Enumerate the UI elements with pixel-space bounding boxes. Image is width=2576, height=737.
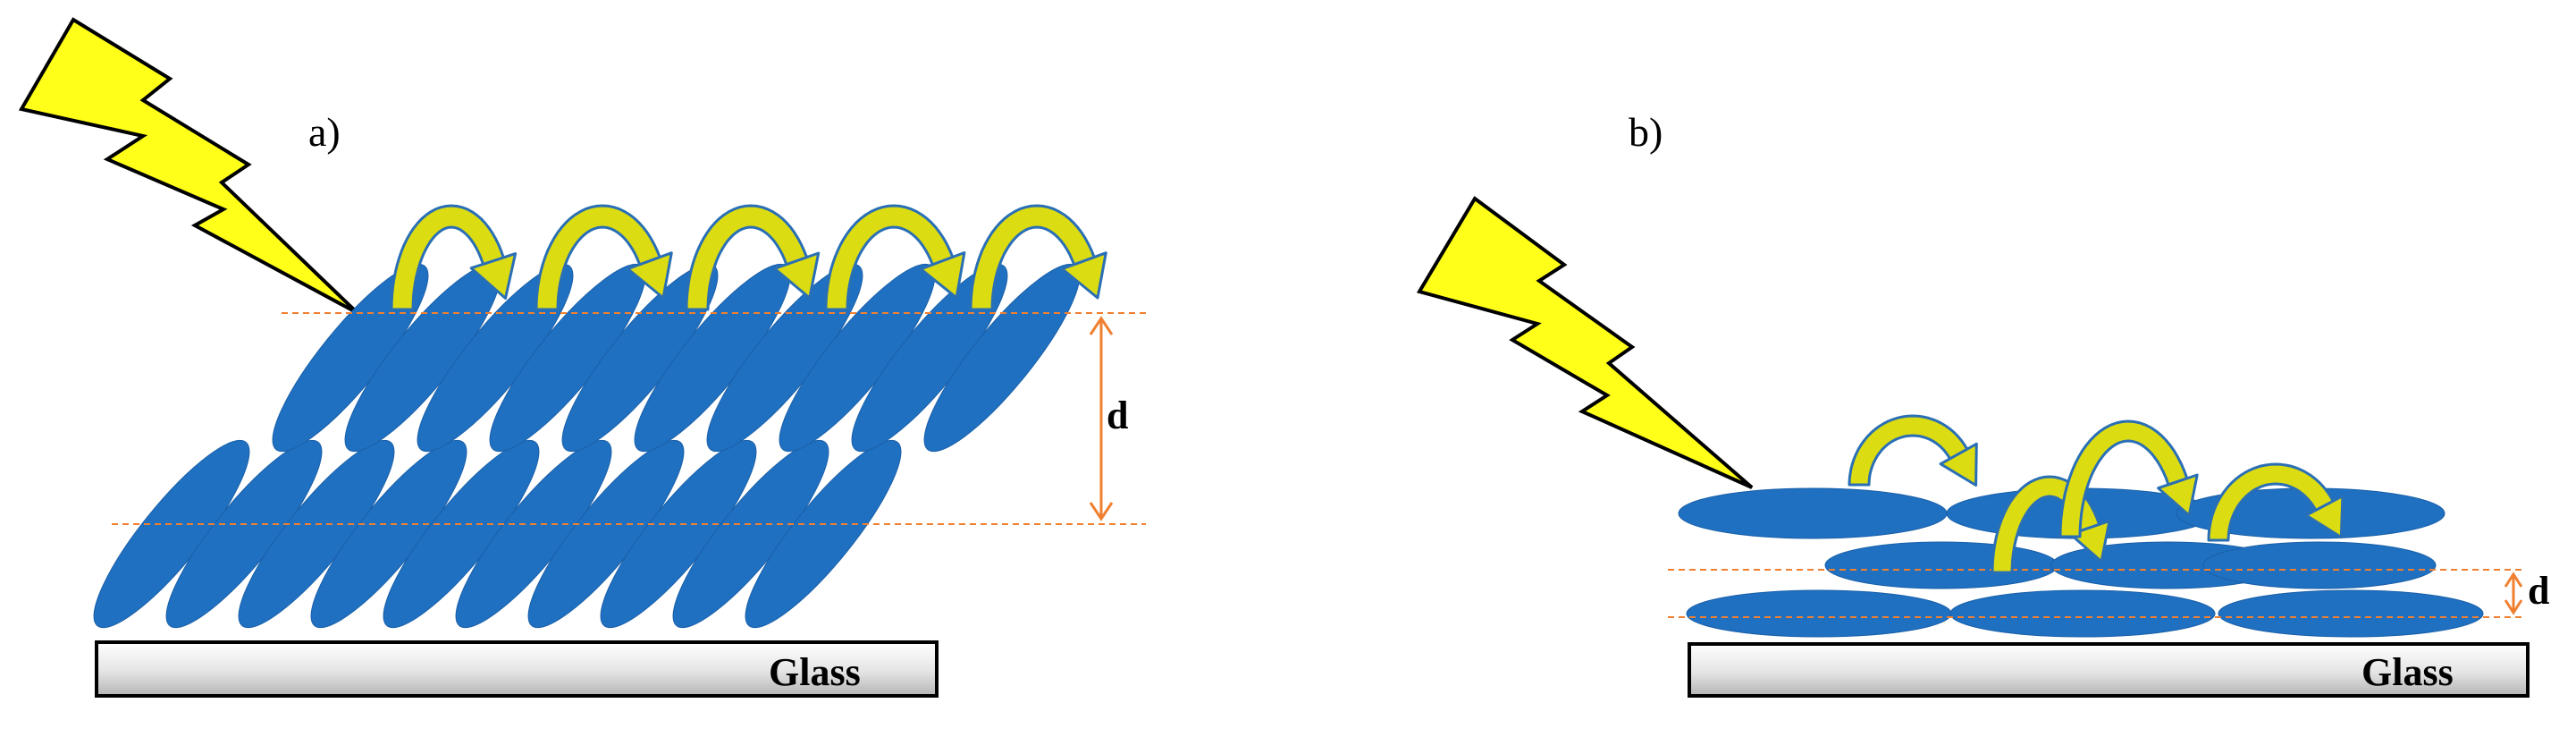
molecule-ellipse	[1949, 589, 2216, 638]
panel-a: a) d Glass	[18, 17, 1146, 698]
glass-substrate	[1688, 642, 2530, 698]
hopping-arrow-icon	[2058, 419, 2199, 538]
charge-hopping-arrows	[390, 204, 1107, 311]
hopping-arrow-icon	[535, 204, 673, 311]
molecule-ellipse	[2218, 589, 2484, 638]
glass-substrate	[95, 640, 939, 698]
hopping-arrow-icon	[2207, 462, 2344, 542]
panel-a-label: a)	[308, 109, 341, 155]
thickness-arrow	[2504, 572, 2523, 615]
panel-b: b) d Glass	[1416, 109, 2549, 698]
glass-label: Glass	[2361, 650, 2454, 694]
hopping-arrow-icon	[824, 204, 966, 311]
hopping-arrow-icon	[969, 204, 1107, 311]
charge-hopping-arrows	[1848, 414, 2344, 574]
molecule-ellipse	[1824, 541, 2058, 589]
thickness-arrow	[1089, 316, 1114, 521]
thickness-label: d	[2528, 569, 2549, 613]
molecule-ellipse	[1686, 589, 1952, 638]
edge-on-molecule-stack	[93, 263, 1081, 629]
panel-b-label: b)	[1629, 109, 1663, 155]
lightning-bolt-icon	[18, 17, 359, 315]
molecule-ellipse	[2202, 541, 2437, 589]
hopping-arrow-icon	[1848, 414, 1978, 487]
molecule-ellipse	[1678, 487, 1948, 539]
hopping-arrow-icon	[685, 204, 821, 311]
thickness-label: d	[1107, 394, 1128, 437]
molecule-ellipse	[745, 439, 902, 629]
face-on-molecule-stack	[1678, 487, 2484, 638]
glass-label: Glass	[769, 650, 861, 694]
lightning-bolt-icon	[1416, 196, 1754, 489]
hopping-arrow-icon	[390, 204, 518, 311]
